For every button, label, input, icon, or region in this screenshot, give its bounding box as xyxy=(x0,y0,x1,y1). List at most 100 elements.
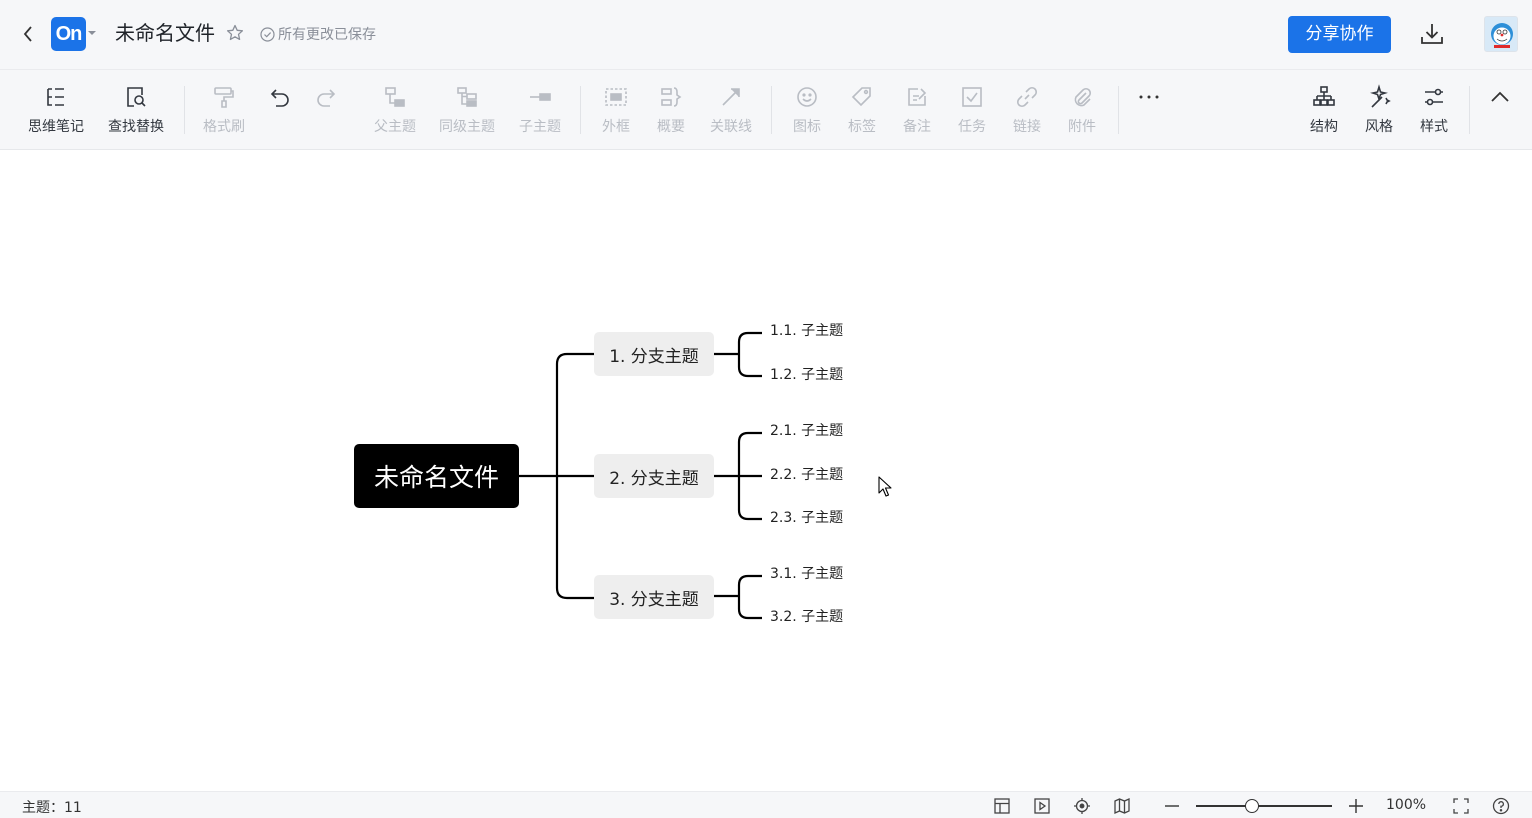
back-button[interactable] xyxy=(18,22,38,46)
zoom-in-icon[interactable] xyxy=(1347,797,1365,815)
mouse-cursor-icon xyxy=(878,476,892,497)
star-icon[interactable] xyxy=(225,23,245,43)
summary-button[interactable]: 概要 xyxy=(654,80,688,140)
frame-icon xyxy=(605,88,627,106)
tag-button[interactable]: 标签 xyxy=(845,80,879,140)
task-button[interactable]: 任务 xyxy=(955,80,989,140)
paperclip-icon xyxy=(1074,87,1092,107)
zoom-slider[interactable] xyxy=(1196,798,1332,814)
link-icon xyxy=(1016,86,1038,108)
toolbar-divider xyxy=(1469,86,1470,134)
undo-button[interactable] xyxy=(266,80,294,140)
sibling-topic-icon xyxy=(457,87,477,107)
structure-label: 结构 xyxy=(1310,119,1338,135)
frame-label: 外框 xyxy=(602,119,630,135)
find-replace-button[interactable]: 查找替换 xyxy=(106,80,166,140)
magic-wand-icon xyxy=(1370,84,1391,108)
more-options-icon[interactable] xyxy=(1134,87,1164,107)
child-topic-icon xyxy=(530,93,551,101)
layout-panel-icon[interactable] xyxy=(993,797,1011,815)
toolbar-divider xyxy=(771,86,772,134)
root-topic[interactable]: 未命名文件 xyxy=(354,444,519,508)
sub-topic[interactable]: 1.1. 子主题 xyxy=(770,323,844,339)
topic-count: 主题：11 xyxy=(22,800,82,816)
style-label: 样式 xyxy=(1420,119,1448,135)
parent-topic-icon xyxy=(385,87,405,107)
chevron-up-icon[interactable] xyxy=(1488,87,1512,107)
locate-center-icon[interactable] xyxy=(1073,797,1091,815)
parent-topic-button[interactable]: 父主题 xyxy=(372,80,418,140)
parent-topic-label: 父主题 xyxy=(374,119,416,135)
task-label: 任务 xyxy=(958,119,986,135)
branch-topic[interactable]: 3. 分支主题 xyxy=(594,575,714,619)
sub-topic[interactable]: 3.1. 子主题 xyxy=(770,566,844,582)
summary-label: 概要 xyxy=(657,119,685,135)
redo-icon xyxy=(317,89,336,107)
relation-line-label: 关联线 xyxy=(710,119,752,135)
relation-line-button[interactable]: 关联线 xyxy=(708,80,754,140)
toolbar-divider xyxy=(580,86,581,134)
note-label: 备注 xyxy=(903,119,931,135)
share-collaborate-button[interactable]: 分享协作 xyxy=(1288,16,1391,53)
logo-dropdown-icon[interactable] xyxy=(88,31,96,35)
download-icon[interactable] xyxy=(1418,20,1446,48)
sliders-icon xyxy=(1425,88,1443,106)
sub-topic[interactable]: 1.2. 子主题 xyxy=(770,367,844,383)
style-button[interactable]: 样式 xyxy=(1417,80,1451,140)
presentation-play-icon[interactable] xyxy=(1033,797,1051,815)
undo-icon xyxy=(270,89,289,107)
sub-topic[interactable]: 2.2. 子主题 xyxy=(770,467,844,483)
user-avatar[interactable] xyxy=(1484,16,1518,52)
find-document-icon xyxy=(127,87,146,107)
map-outline-icon[interactable] xyxy=(1113,797,1131,815)
outline-list-icon xyxy=(47,88,64,106)
branch-topic[interactable]: 2. 分支主题 xyxy=(594,454,714,498)
summary-brace-icon xyxy=(661,87,682,107)
help-icon[interactable] xyxy=(1492,797,1510,815)
child-topic-label: 子主题 xyxy=(519,119,561,135)
icon-button[interactable]: 图标 xyxy=(790,80,824,140)
mindmap-connector-lines xyxy=(519,331,762,620)
smiley-icon xyxy=(797,87,817,107)
find-replace-label: 查找替换 xyxy=(108,119,164,135)
toolbar-divider xyxy=(184,86,185,134)
toolbar-divider xyxy=(1118,86,1119,134)
mind-notes-button[interactable]: 思维笔记 xyxy=(26,80,86,140)
icon-label: 图标 xyxy=(793,119,821,135)
fullscreen-icon[interactable] xyxy=(1452,797,1470,815)
app-header: On 未命名文件 所有更改已保存 分享协作 xyxy=(0,0,1532,70)
note-edit-icon xyxy=(908,88,927,106)
sibling-topic-label: 同级主题 xyxy=(439,119,495,135)
sub-topic[interactable]: 3.2. 子主题 xyxy=(770,609,844,625)
child-topic-button[interactable]: 子主题 xyxy=(516,80,564,140)
tag-icon xyxy=(851,87,871,107)
zoom-level[interactable]: 100% xyxy=(1386,797,1427,813)
sibling-topic-button[interactable]: 同级主题 xyxy=(436,80,498,140)
theme-label: 风格 xyxy=(1365,119,1393,135)
paint-roller-icon xyxy=(214,87,234,108)
structure-button[interactable]: 结构 xyxy=(1307,80,1341,140)
relation-arrow-icon xyxy=(722,88,740,106)
link-button[interactable]: 链接 xyxy=(1010,80,1044,140)
avatar-image-icon xyxy=(1485,17,1517,51)
zoom-out-icon[interactable] xyxy=(1163,797,1181,815)
format-brush-label: 格式刷 xyxy=(203,119,245,135)
mindmap-canvas[interactable]: 未命名文件 1. 分支主题 2. 分支主题 3. 分支主题 1.1. 子主题 1… xyxy=(0,150,1532,791)
branch-topic[interactable]: 1. 分支主题 xyxy=(594,332,714,376)
theme-button[interactable]: 风格 xyxy=(1362,80,1396,140)
sub-topic[interactable]: 2.3. 子主题 xyxy=(770,510,844,526)
format-brush-button[interactable]: 格式刷 xyxy=(201,80,247,140)
zoom-slider-track xyxy=(1196,805,1332,807)
zoom-slider-thumb[interactable] xyxy=(1245,799,1259,813)
document-title[interactable]: 未命名文件 xyxy=(115,21,215,45)
note-button[interactable]: 备注 xyxy=(900,80,934,140)
checkbox-icon xyxy=(962,87,982,107)
sub-topic[interactable]: 2.1. 子主题 xyxy=(770,423,844,439)
mind-notes-label: 思维笔记 xyxy=(28,119,84,135)
redo-button[interactable] xyxy=(312,80,340,140)
frame-button[interactable]: 外框 xyxy=(599,80,633,140)
chevron-left-icon xyxy=(23,26,32,42)
attachment-button[interactable]: 附件 xyxy=(1065,80,1099,140)
attachment-label: 附件 xyxy=(1068,119,1096,135)
app-logo[interactable]: On xyxy=(51,17,86,51)
